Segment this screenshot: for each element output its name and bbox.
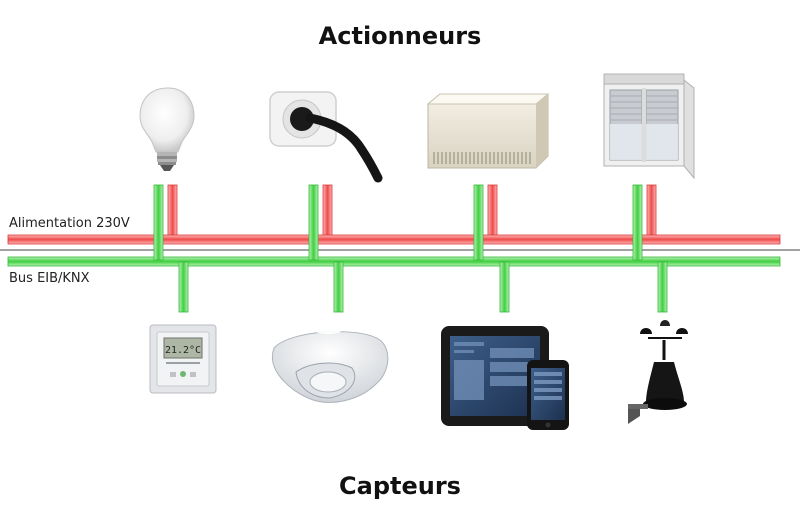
tablet-smartphone-icon bbox=[441, 326, 569, 430]
presence-detector-icon bbox=[271, 326, 389, 403]
bus-lines bbox=[7, 184, 781, 313]
window-blinds-icon bbox=[603, 73, 695, 180]
power-drop-4 bbox=[646, 184, 657, 238]
power-line bbox=[7, 234, 781, 245]
sensors-title: Capteurs bbox=[339, 472, 461, 500]
light-bulb-icon bbox=[139, 87, 195, 171]
actuators-title: Actionneurs bbox=[318, 22, 482, 50]
bus-drop-actuator-2 bbox=[308, 184, 319, 261]
power-drop-3 bbox=[487, 184, 498, 238]
bus-drop-sensor-4 bbox=[657, 261, 668, 313]
power-drop-2 bbox=[322, 184, 333, 238]
bus-drop-actuator-1 bbox=[153, 184, 164, 261]
bus-drop-sensor-2 bbox=[333, 261, 344, 313]
room-thermostat-icon: 21.2°C bbox=[149, 324, 217, 394]
bus-drop-actuator-4 bbox=[632, 184, 643, 261]
power-supply-label: Alimentation 230V bbox=[9, 216, 130, 231]
power-outlet-icon bbox=[269, 91, 383, 183]
anemometer-icon bbox=[628, 320, 688, 424]
convector-heater-icon bbox=[426, 93, 550, 169]
power-drop-1 bbox=[167, 184, 178, 238]
bus-drop-sensor-3 bbox=[499, 261, 510, 313]
bus-drop-sensor-1 bbox=[178, 261, 189, 313]
thermostat-display: 21.2°C bbox=[165, 345, 201, 356]
bus-drop-actuator-3 bbox=[473, 184, 484, 261]
knx-bus-line bbox=[7, 256, 781, 267]
knx-bus-label: Bus EIB/KNX bbox=[9, 271, 90, 286]
